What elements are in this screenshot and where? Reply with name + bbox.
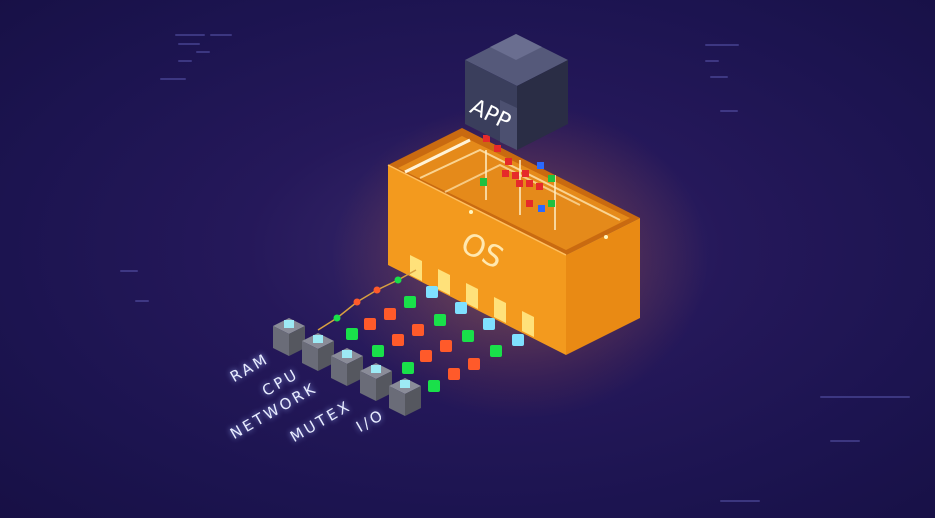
os-box [387,128,640,355]
os-packets [480,135,555,212]
resource-packets [346,286,524,392]
os-slots [410,255,534,337]
resource-cubes [273,318,421,416]
app-cube [465,34,568,150]
